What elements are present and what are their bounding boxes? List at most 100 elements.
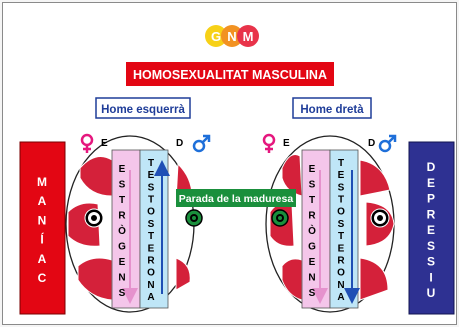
right-estrogen-letter: R [308,211,316,222]
left-estrogen-letter: R [118,211,126,222]
left-testosterone-letter: T [148,195,154,206]
right-label-box [292,97,372,119]
left-testosterone-letter: A [147,292,154,303]
right-testosterone-letter: A [337,292,344,303]
left-estrogen-letter: G [118,242,126,253]
left-estrogen-letter: N [118,273,125,284]
right-estrogen-letter: E [309,164,316,175]
right-lobe-bot-left [281,258,303,301]
depressiu-letter: P [427,192,435,206]
logo-letter-g: G [211,29,221,44]
right-testosterone-letter: O [337,268,345,279]
right-testosterone-letter: T [338,158,344,169]
left-estrogen-letter: S [119,180,126,191]
maniac-letter: A [38,194,47,208]
right-testosterone-letter: E [338,243,345,254]
maniac-letter: M [37,175,47,189]
left-estrogen-column [111,149,141,309]
left-estrogen-letter: T [119,195,125,206]
right-testosterone-letter: T [338,231,344,242]
logo-circle-g [205,25,227,47]
maniac-letter: A [38,252,47,266]
left-testosterone-letter: E [148,170,155,181]
right-estrogen-letter: N [308,273,315,284]
right-female-symbol-icon [262,133,276,153]
logo-circle-n [221,25,243,47]
right-panel-label: Home dretà [300,104,364,116]
left-lobe-bot-right [175,257,191,291]
right-estrogen-letter: T [309,195,315,206]
right-testosterone-letter: T [338,195,344,206]
depressiu-letter: S [427,239,435,253]
left-estrogen-letter: E [119,257,126,268]
right-testosterone-letter: S [338,219,345,230]
right-testosterone-letter: N [337,280,344,291]
left-testosterone-letter: T [148,231,154,242]
left-testosterone-letter: S [148,182,155,193]
left-testosterone-letter: N [147,280,154,291]
left-testosterone-letter: T [148,158,154,169]
right-testosterone-column [329,149,359,309]
left-testosterone-letter: S [148,219,155,230]
left-label-box [95,97,191,119]
right-estrogen-letter: S [309,180,316,191]
right-estrogen-column [301,149,331,309]
left-female-symbol-icon [80,133,94,153]
center-label: Parada de la maduresa [179,193,294,205]
left-estrogen-letter: S [119,288,126,299]
depressiu-letter: I [429,270,432,284]
maniac-letter: C [38,271,47,285]
gnm-logo: G N M [205,25,259,47]
left-panel-label: Home esquerrà [101,104,185,116]
left-female-letter: E [101,138,108,149]
page-title: HOMOSEXUALITAT MASCULINA [133,68,327,82]
left-testosterone-column [139,149,169,309]
right-female-letter: E [283,138,290,149]
title-bar [126,62,334,86]
right-lobe-bot-right [359,257,389,301]
maniac-letter: Í [40,232,44,247]
maniac-box [19,141,66,315]
left-testosterone-letter: E [148,243,155,254]
left-estrogen-letter: E [119,164,126,175]
left-estrogen-letter: Ò [118,224,126,237]
depressiu-letter: D [427,160,436,174]
right-testosterone-letter: O [337,207,345,218]
left-testosterone-letter: O [147,268,155,279]
maniac-letter: N [38,213,47,227]
right-estrogen-letter: Ò [308,224,316,237]
depressiu-box [408,141,455,315]
center-label-box [176,189,296,207]
depressiu-letter: S [427,255,435,269]
right-testosterone-letter: S [338,182,345,193]
left-testosterone-letter: O [147,207,155,218]
right-estrogen-letter: G [308,242,316,253]
right-estrogen-letter: E [309,257,316,268]
depressiu-letter: R [427,207,436,221]
depressiu-letter: E [427,176,435,190]
right-male-symbol-icon [378,134,397,153]
right-estrogen-letter: S [309,288,316,299]
right-lobe-top-right [359,159,391,197]
depressiu-letter: E [427,223,435,237]
right-testosterone-letter: R [337,255,345,266]
logo-letter-m: M [243,29,254,44]
logo-circle-m [237,25,259,47]
left-testosterone-letter: R [147,255,155,266]
logo-letter-n: N [227,29,236,44]
left-lobe-bot-left [77,257,113,301]
right-male-letter: D [368,138,375,149]
right-testosterone-letter: E [338,170,345,181]
depressiu-letter: U [427,286,436,300]
left-male-letter: D [176,138,183,149]
left-male-symbol-icon [192,134,211,153]
